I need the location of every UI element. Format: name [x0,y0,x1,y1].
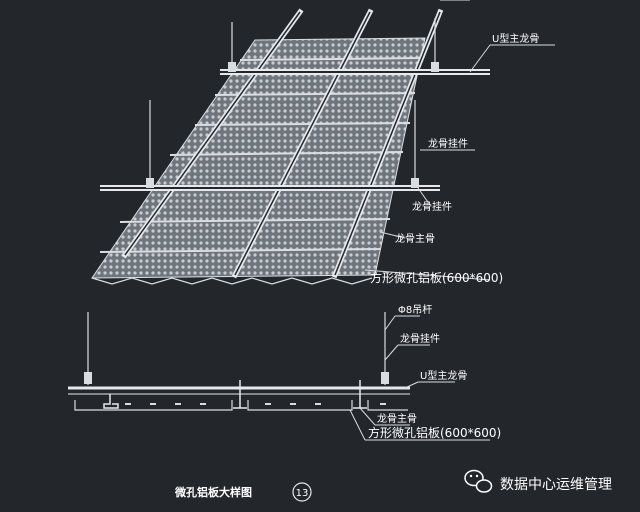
panel-edge-profile [91,277,373,285]
drawing-title-block: 微孔铝板大样图 13 [174,482,312,502]
watermark-text: 数据中心运维管理 [500,477,612,493]
perforated-panel-surface [91,37,426,279]
label-cross-keel: 龙骨挂件 [412,200,452,213]
label-keel-secondary-bottom: 龙骨主骨 [377,412,417,425]
label-rod: Φ8吊杆 [398,304,432,316]
hanger-clips-top [146,62,439,188]
perforated-panels-section [74,400,408,411]
label-hanger-bottom: 龙骨挂件 [400,332,440,345]
detail-number: 13 [296,488,309,499]
watermark: 数据中心运维管理 [464,469,612,493]
label-u-keel-bottom: U型主龙骨 [420,369,467,382]
wechat-icon [464,469,493,493]
section-view: Φ8吊杆 龙骨挂件 U型主龙骨 龙骨主骨 方形微孔铝板(600*600) [68,304,501,441]
label-u-main-keel: U型主龙骨 [492,32,539,45]
leader-lines-top [364,0,555,281]
label-t-secondary-keel: 龙骨主骨 [395,232,435,245]
hanger-clips-section [84,372,389,384]
leader-lines-section [349,315,490,441]
detail-number-circle [292,482,312,502]
perspective-view: U型主龙骨 龙骨挂件 龙骨挂件 龙骨主骨 方形微孔铝板(600*600) [91,0,555,285]
panel-perforations-section [125,403,386,405]
drawing-title: 微孔铝板大样图 [174,485,252,499]
hanger-rods-top [149,18,436,184]
label-perforated-panel-bottom: 方形微孔铝板(600*600) [368,425,501,440]
hanger-rods-section [87,312,386,385]
label-perforated-panel-top: 方形微孔铝板(600*600) [370,270,503,285]
label-keel-hanger: 龙骨挂件 [428,137,468,150]
u-main-keels [100,69,490,191]
